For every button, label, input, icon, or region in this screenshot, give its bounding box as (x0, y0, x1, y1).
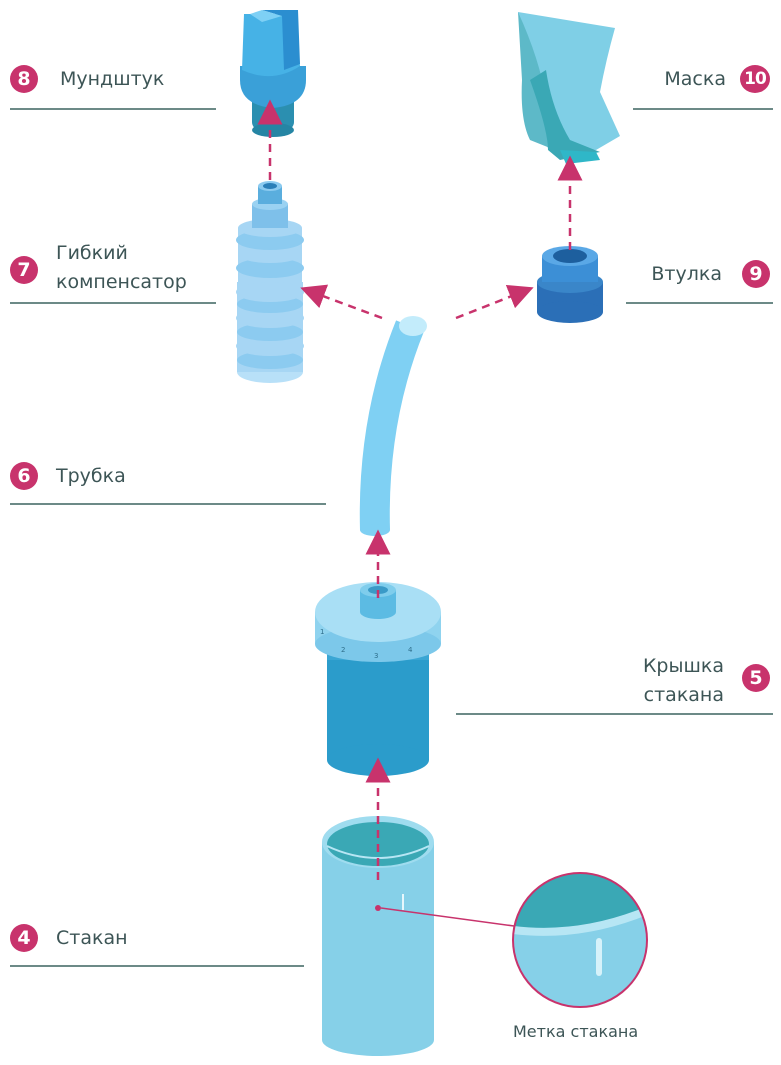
part-number-badge-5: 5 (742, 664, 770, 692)
part-number-badge-9: 9 (742, 260, 770, 288)
part-label-cup: Стакан (56, 926, 128, 950)
label-rule-cup (10, 965, 304, 967)
label-rule-mask (633, 108, 773, 110)
part-label-flex-line2: компенсатор (56, 270, 187, 294)
label-rule-tube (10, 503, 326, 505)
part-number-badge-4: 4 (10, 924, 38, 952)
part-number-badge-10: 10 (740, 65, 770, 93)
part-label-mask: Маска (650, 67, 726, 91)
lid-illustration (315, 582, 441, 776)
bushing-illustration (537, 246, 603, 323)
part-label-lid-line2: стакана (600, 683, 724, 707)
part-label-lid-line1: Крышка (600, 654, 724, 678)
lid-scale-mark: 1 (320, 628, 324, 636)
part-number-badge-7: 7 (10, 256, 38, 284)
lid-scale-mark: 2 (341, 646, 345, 654)
flex-compensator-illustration (236, 181, 304, 292)
mouthpiece-illustration (240, 10, 306, 137)
label-rule-mouthpiece (10, 108, 216, 110)
tube-illustration (360, 316, 427, 536)
mask-illustration (518, 12, 620, 164)
lid-scale-mark: 3 (374, 652, 378, 660)
part-label-flex-line1: Гибкий (56, 241, 128, 265)
label-rule-lid (456, 713, 773, 715)
part-number-badge-6: 6 (10, 462, 38, 490)
lid-scale-mark: 4 (408, 646, 413, 654)
label-rule-bushing (626, 302, 773, 304)
part-number-badge-8: 8 (10, 65, 38, 93)
label-rule-flex (10, 302, 216, 304)
part-label-mouthpiece: Мундштук (60, 67, 164, 91)
part-label-tube: Трубка (56, 464, 126, 488)
part-label-bushing: Втулка (630, 262, 722, 286)
cup-mark-caption: Метка стакана (513, 1022, 638, 1041)
flex-bellows (236, 282, 304, 383)
